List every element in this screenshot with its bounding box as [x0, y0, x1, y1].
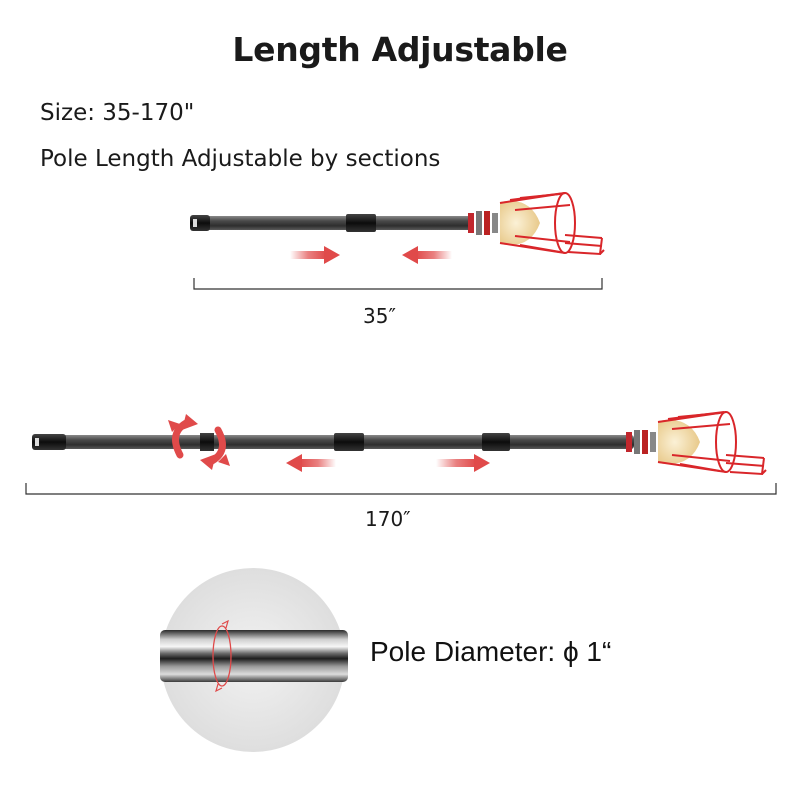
- steel-tube: [160, 630, 348, 682]
- short-fruit-picker-basket: [499, 192, 605, 256]
- arrow-left-icon: [402, 246, 418, 264]
- long-pole-joint-1: [334, 433, 364, 451]
- long-dimension-line: [25, 483, 777, 495]
- long-fruit-picker-basket: [657, 411, 767, 476]
- short-pole-shaft: [192, 216, 474, 230]
- diameter-detail: [160, 568, 348, 752]
- short-pole: [190, 192, 605, 256]
- short-length-label: 35″: [363, 304, 396, 328]
- short-pole-joint: [346, 214, 376, 232]
- compress-arrows-short: [290, 246, 452, 264]
- extend-arrows-long: [286, 454, 490, 472]
- long-pole-end-cap: [32, 434, 66, 450]
- long-pole-joint-2: [482, 433, 510, 451]
- pole-diameter-label: Pole Diameter: ϕ 1“: [370, 636, 612, 667]
- long-length-label: 170″: [365, 507, 411, 531]
- arrow-right-icon: [474, 454, 490, 472]
- long-pole: [32, 411, 767, 476]
- adjustable-sections-text: Pole Length Adjustable by sections: [40, 146, 441, 172]
- page-title: Length Adjustable: [232, 30, 568, 69]
- size-range-text: Size: 35-170": [40, 100, 195, 126]
- short-dimension-line: [193, 278, 603, 290]
- arrow-right-icon: [324, 246, 340, 264]
- arrow-left-icon: [286, 454, 302, 472]
- diameter-ring-icon: [212, 625, 232, 687]
